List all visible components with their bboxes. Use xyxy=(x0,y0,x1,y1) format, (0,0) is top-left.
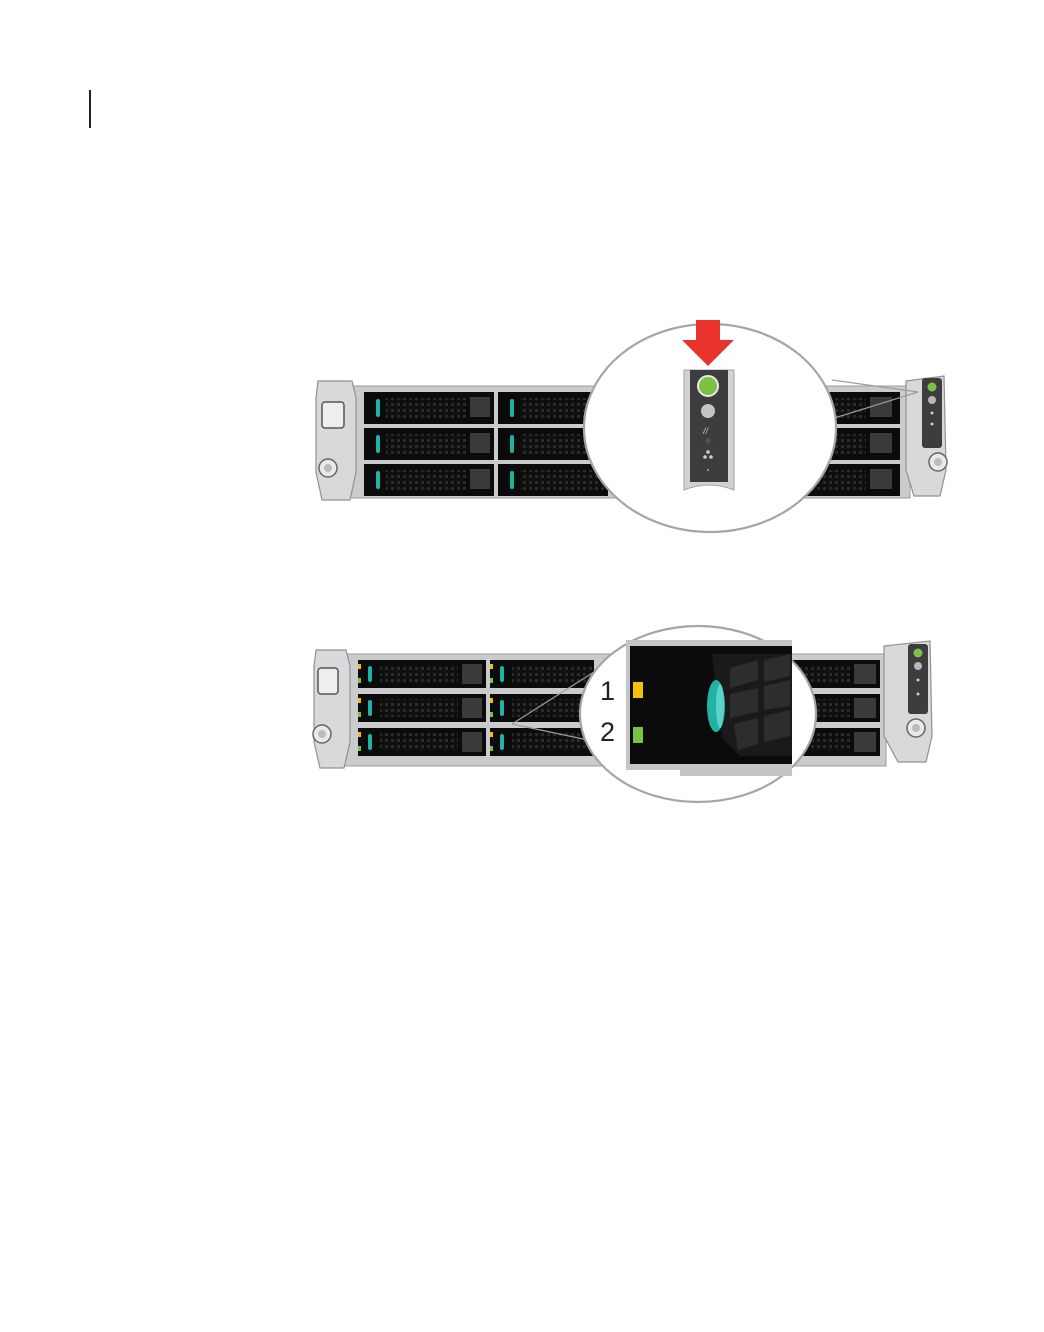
drive-bay xyxy=(358,660,486,688)
drive-bay xyxy=(490,694,594,722)
drive-bay xyxy=(490,660,594,688)
callout-number-1: 1 xyxy=(600,676,615,706)
drive-bay xyxy=(358,728,486,756)
top-left-handle-icon xyxy=(322,402,344,428)
drive-bay xyxy=(364,428,494,460)
id-button-icon xyxy=(701,404,715,418)
bottom-right-rack-ear xyxy=(884,641,932,762)
drive-bay xyxy=(490,728,594,756)
drive-bay xyxy=(498,464,608,496)
bottom-zoom-callout xyxy=(580,626,816,802)
callout-number-2: 2 xyxy=(600,717,615,747)
drive-bay xyxy=(358,694,486,722)
top-server-figure: // xyxy=(316,320,947,532)
drive-bay xyxy=(364,464,494,496)
drive-bay xyxy=(364,392,494,424)
top-small-power-led-icon xyxy=(928,383,937,392)
drive-status-led-icon xyxy=(633,682,643,698)
bottom-left-handle-icon xyxy=(318,668,338,694)
power-button-icon xyxy=(698,376,718,396)
top-left-rack-ear xyxy=(316,381,356,500)
bottom-server-figure: 1 2 xyxy=(313,626,932,802)
drive-activity-led-icon xyxy=(633,727,643,743)
bottom-left-rack-ear xyxy=(313,650,350,768)
bottom-small-power-led-icon xyxy=(914,649,923,658)
